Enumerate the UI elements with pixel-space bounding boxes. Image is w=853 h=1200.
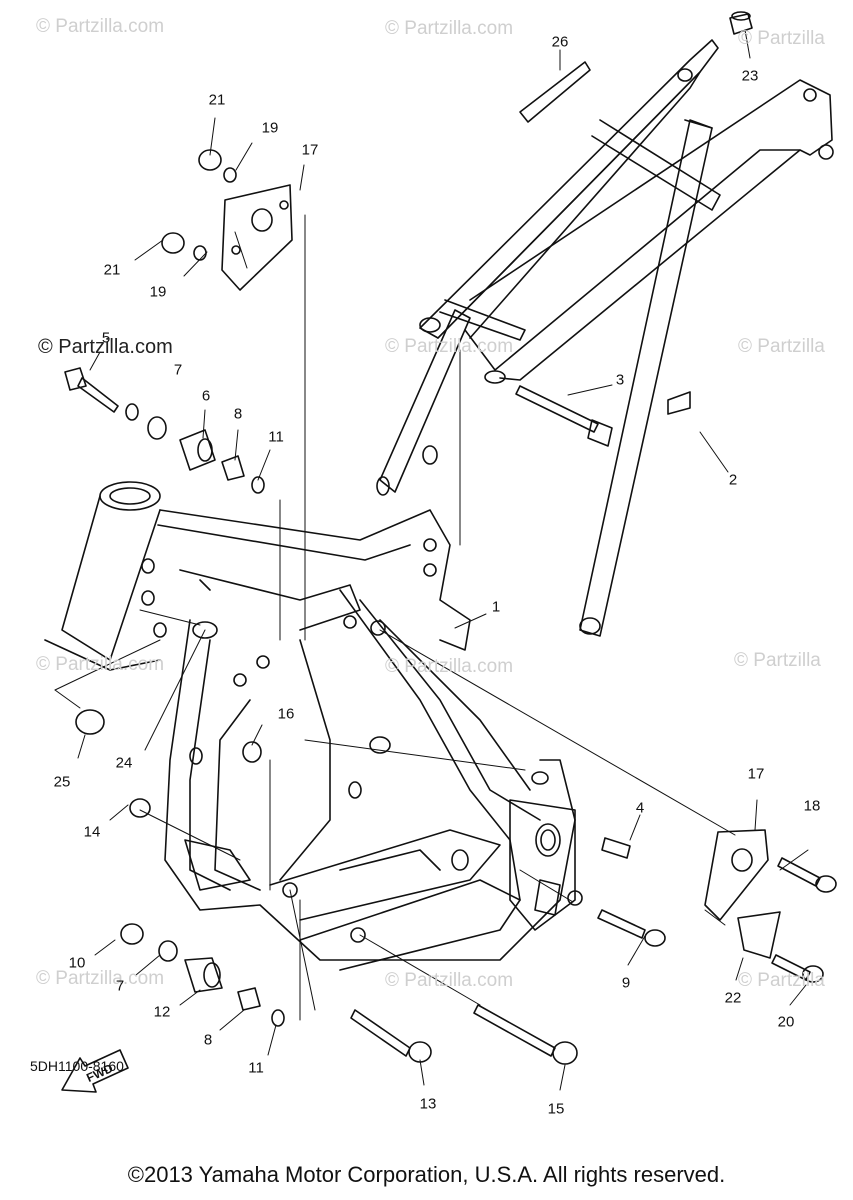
callout-11[interactable]: 11 (268, 428, 284, 446)
callout-7[interactable]: 7 (115, 977, 125, 995)
watermark: © Partzilla.com (385, 656, 514, 677)
copyright-notice: ©2013 Yamaha Motor Corporation, U.S.A. A… (127, 1162, 726, 1187)
watermark: © Partzilla (738, 28, 825, 49)
callout-6[interactable]: 6 (201, 387, 211, 405)
callout-12[interactable]: 12 (153, 1003, 171, 1021)
callout-5[interactable]: 5 (101, 329, 111, 347)
callout-24[interactable]: 24 (115, 754, 133, 772)
watermark: © Partzilla.com (385, 970, 514, 991)
callout-11[interactable]: 11 (248, 1059, 264, 1077)
watermark: © Partzilla.com (36, 968, 165, 989)
watermark: © Partzilla.com (38, 336, 173, 358)
callout-16[interactable]: 16 (277, 705, 295, 723)
callout-20[interactable]: 20 (777, 1013, 795, 1031)
fwd-arrow-icon (61, 1049, 129, 1093)
callout-8[interactable]: 8 (233, 405, 243, 423)
callout-18[interactable]: 18 (803, 797, 821, 815)
callout-19[interactable]: 19 (149, 283, 167, 301)
callout-8[interactable]: 8 (203, 1031, 213, 1049)
callout-21[interactable]: 21 (208, 91, 226, 109)
hardware (64, 11, 837, 1065)
callout-13[interactable]: 13 (419, 1095, 437, 1113)
callout-25[interactable]: 25 (53, 773, 71, 791)
watermark: © Partzilla (738, 970, 825, 991)
callout-17[interactable]: 17 (301, 141, 319, 159)
callout-26[interactable]: 26 (551, 33, 569, 51)
callout-14[interactable]: 14 (83, 823, 101, 841)
callout-9[interactable]: 9 (621, 974, 631, 992)
callout-15[interactable]: 15 (547, 1100, 565, 1118)
callout-1[interactable]: 1 (491, 598, 501, 616)
callout-23[interactable]: 23 (741, 67, 759, 85)
callout-22[interactable]: 22 (724, 989, 742, 1007)
callout-21[interactable]: 21 (103, 261, 121, 279)
callout-4[interactable]: 4 (635, 799, 645, 817)
callout-17[interactable]: 17 (747, 765, 765, 783)
callout-7[interactable]: 7 (173, 361, 183, 379)
callout-10[interactable]: 10 (68, 954, 86, 972)
watermark: © Partzilla.com (385, 336, 514, 357)
callout-2[interactable]: 2 (728, 471, 738, 489)
main-frame (44, 481, 576, 971)
watermark: © Partzilla (734, 650, 821, 671)
callout-3[interactable]: 3 (615, 371, 625, 389)
leader-lines (54, 29, 809, 1091)
diagram-code: 5DH1100-8160 (30, 1058, 124, 1074)
watermark: © Partzilla.com (36, 16, 165, 37)
rear-subframe (376, 39, 834, 637)
watermark: © Partzilla.com (385, 18, 514, 39)
callout-19[interactable]: 19 (261, 119, 279, 137)
watermark: © Partzilla.com (36, 654, 165, 675)
watermark: © Partzilla (738, 336, 825, 357)
